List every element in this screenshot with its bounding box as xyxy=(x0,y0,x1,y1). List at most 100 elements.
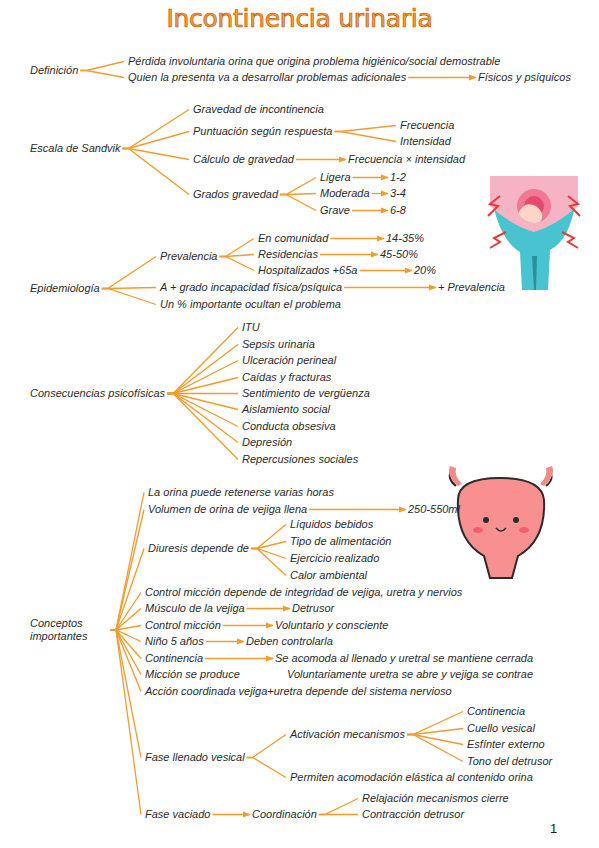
branch-line xyxy=(251,549,286,559)
node-text: Caídas y fracturas xyxy=(242,371,331,384)
mindmap-node: Volumen de orina de vejiga llena xyxy=(148,503,307,516)
branch-line xyxy=(102,288,156,289)
branch-line xyxy=(167,393,238,394)
node-text: Físicos y psíquicos xyxy=(478,71,571,84)
node-text: Repercusiones sociales xyxy=(242,453,358,466)
node-text: Epidemiología xyxy=(30,282,100,295)
node-text: Acción coordinada vejiga+uretra depende … xyxy=(145,685,452,698)
mindmap-node: Sepsis urinaria xyxy=(242,338,315,351)
node-text: 250-550ml xyxy=(408,503,460,516)
node-text: 14-35% xyxy=(386,232,424,245)
mindmap-node: Fase llenado vesical xyxy=(145,751,245,764)
branch-line xyxy=(247,758,286,778)
node-text: A + grado incapacidad física/psíquica xyxy=(160,281,342,294)
node-text: Volumen de orina de vejiga llena xyxy=(148,503,307,516)
pain-mark xyxy=(488,196,500,216)
arrow-line xyxy=(408,77,476,78)
branch-line xyxy=(280,178,316,195)
bladder-illustration xyxy=(449,466,553,578)
node-text: Calor ambiental xyxy=(290,569,367,582)
mindmap-node: Ulceración perineal xyxy=(242,354,336,367)
node-text: Músculo de la vejiga xyxy=(145,602,245,615)
mindmap-node: A + grado incapacidad física/psíquica xyxy=(160,281,342,294)
mindmap-node: 45-50% xyxy=(380,248,418,261)
node-text: Ulceración perineal xyxy=(242,354,336,367)
mindmap-node: Grave xyxy=(320,204,350,217)
node-text: Escala de Sandvik xyxy=(30,142,121,155)
branch-line xyxy=(110,630,141,815)
branch-line xyxy=(251,542,286,549)
node-text: Prevalencia xyxy=(160,250,217,263)
branch-line xyxy=(247,735,286,758)
branch-line xyxy=(219,257,254,271)
arrow-line xyxy=(344,287,436,288)
mindmap-node: 3-4 xyxy=(390,187,406,200)
node-text: Relajación mecanismos cierre xyxy=(362,792,509,805)
node-text: Ligera xyxy=(320,171,351,184)
page-title: Incontinencia urinaria xyxy=(0,4,599,33)
node-text: Frecuencia × intensidad xyxy=(348,153,465,166)
branch-line xyxy=(167,361,238,394)
mindmap-node: Calor ambiental xyxy=(290,569,367,582)
mindmap-node: Cálculo de gravedad xyxy=(193,153,294,166)
node-text: Contracción detrusor xyxy=(362,808,464,821)
node-text: Hospitalizados +65a xyxy=(258,264,357,277)
mindmap-node: Puntuación según respuesta xyxy=(193,125,332,138)
node-text: Definición xyxy=(30,64,78,77)
node-text: Consecuencias psicofísicas xyxy=(30,387,165,400)
bladder-body xyxy=(458,478,544,578)
branch-line xyxy=(219,239,254,257)
branch-line xyxy=(319,799,358,815)
mindmap-node: Diuresis depende de xyxy=(148,542,249,555)
mindmap-node: Pérdida involuntaria orina que origina p… xyxy=(128,55,500,68)
arrow-line xyxy=(205,658,273,659)
mindmap-node: Ejercicio realizado xyxy=(290,552,379,565)
bladder-circle xyxy=(517,189,551,223)
arrow-line xyxy=(247,608,290,609)
leg-gap xyxy=(532,256,537,290)
mindmap-node: Intensidad xyxy=(400,135,451,148)
node-text: Cálculo de gravedad xyxy=(193,153,294,166)
mindmap-node: Consecuencias psicofísicas xyxy=(30,387,165,400)
mindmap-node: Frecuencia xyxy=(400,119,454,132)
mindmap-node: 6-8 xyxy=(390,204,406,217)
mindmap-node: Hospitalizados +65a xyxy=(258,264,357,277)
branch-line xyxy=(167,328,238,394)
arrow-line xyxy=(296,159,346,160)
arrow-line xyxy=(353,177,388,178)
mindmap-node: Relajación mecanismos cierre xyxy=(362,792,509,805)
mindmap-node: 1-2 xyxy=(390,171,406,184)
node-text: Tono del detrusor xyxy=(467,755,552,768)
pain-mark xyxy=(562,232,578,248)
branch-line xyxy=(123,149,190,160)
node-text: 3-4 xyxy=(390,187,406,200)
mindmap-node: Voluntariamente uretra se abre y vejiga … xyxy=(287,668,533,681)
node-text: Conceptos importantes xyxy=(30,617,108,643)
node-text: + Prevalencia xyxy=(438,281,505,294)
branch-line xyxy=(407,712,463,735)
mindmap-node: Gravedad de incontinencia xyxy=(193,103,324,116)
node-text: Fase llenado vesical xyxy=(145,751,245,764)
mindmap-node: Contracción detrusor xyxy=(362,808,464,821)
node-text: Sepsis urinaria xyxy=(242,338,315,351)
node-text: Continencia xyxy=(145,652,203,665)
arrow-line xyxy=(359,270,412,271)
arrow-line xyxy=(330,238,384,239)
arrow-line xyxy=(352,210,388,211)
node-text: Residencias xyxy=(258,248,318,261)
branch-line xyxy=(110,609,141,631)
pain-mark xyxy=(568,196,580,216)
mindmap-node: Deben controlarla xyxy=(246,635,333,648)
mindmap-node: Repercusiones sociales xyxy=(242,453,358,466)
branch-line xyxy=(167,394,238,460)
mindmap-node: Detrusor xyxy=(292,602,334,615)
mindmap-node: Tipo de alimentación xyxy=(290,535,391,548)
page-number: 1 xyxy=(550,821,557,836)
mindmap-node: En comunidad xyxy=(258,232,328,245)
node-text: 6-8 xyxy=(390,204,406,217)
mindmap-node: Fase vaciado xyxy=(145,808,210,821)
node-text: Conducta obsesiva xyxy=(242,420,336,433)
mindmap-node: 20% xyxy=(414,264,436,277)
mindmap-node: Conducta obsesiva xyxy=(242,420,336,433)
mindmap-node: Cuello vesical xyxy=(467,722,535,735)
